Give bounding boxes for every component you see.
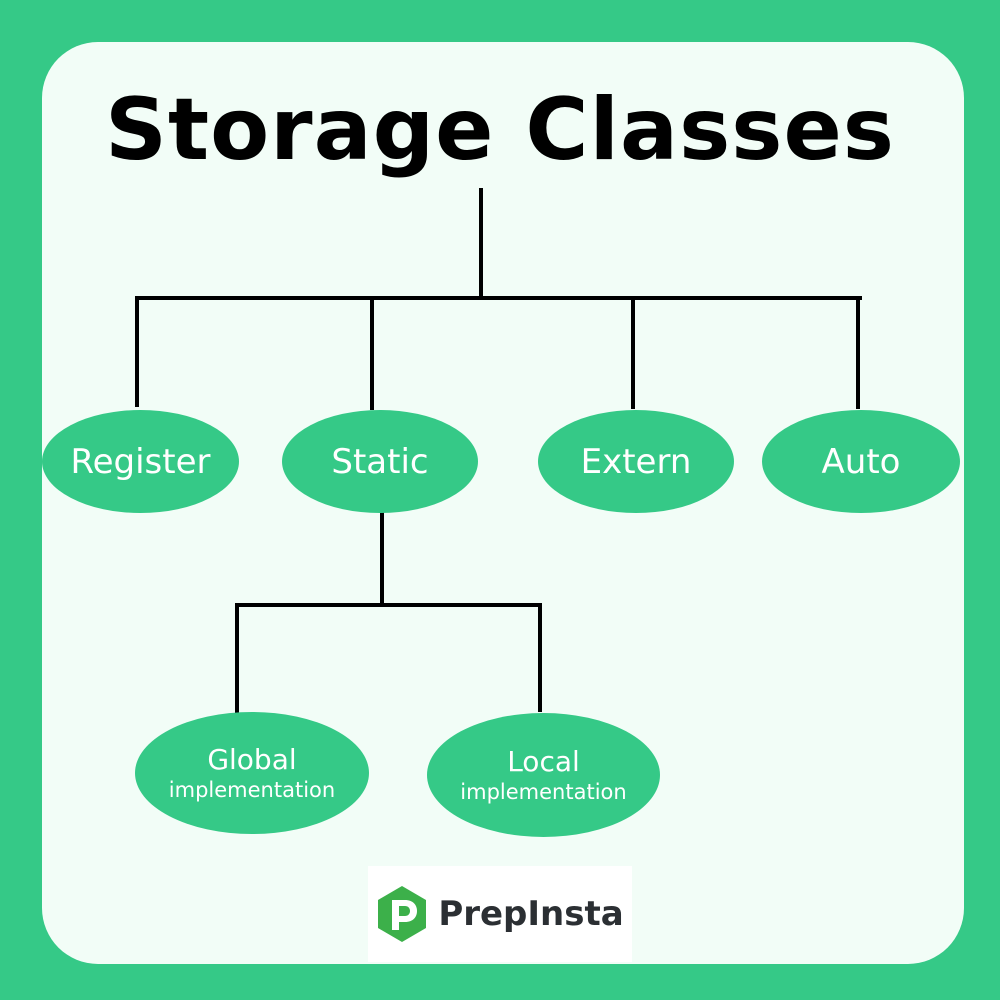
node-global-line2: implementation (168, 778, 336, 802)
prepinsta-hexagon-icon (378, 886, 427, 942)
node-local-implementation: Local implementation (427, 713, 660, 837)
node-global-line1: Global (207, 743, 297, 776)
node-extern-label: Extern (580, 441, 692, 482)
logo-text: PrepInsta (438, 894, 624, 934)
node-local-line2: implementation (460, 780, 627, 804)
node-static: Static (282, 410, 478, 513)
node-static-label: Static (331, 441, 429, 482)
node-extern: Extern (538, 410, 734, 513)
node-register: Register (42, 410, 239, 513)
prepinsta-logo: PrepInsta (368, 866, 632, 962)
diagram-title: Storage Classes (105, 80, 895, 180)
node-local-line1: Local (507, 745, 580, 778)
node-auto: Auto (762, 410, 960, 513)
node-auto-label: Auto (821, 441, 901, 482)
node-register-label: Register (70, 441, 211, 482)
node-global-implementation: Global implementation (135, 712, 369, 834)
